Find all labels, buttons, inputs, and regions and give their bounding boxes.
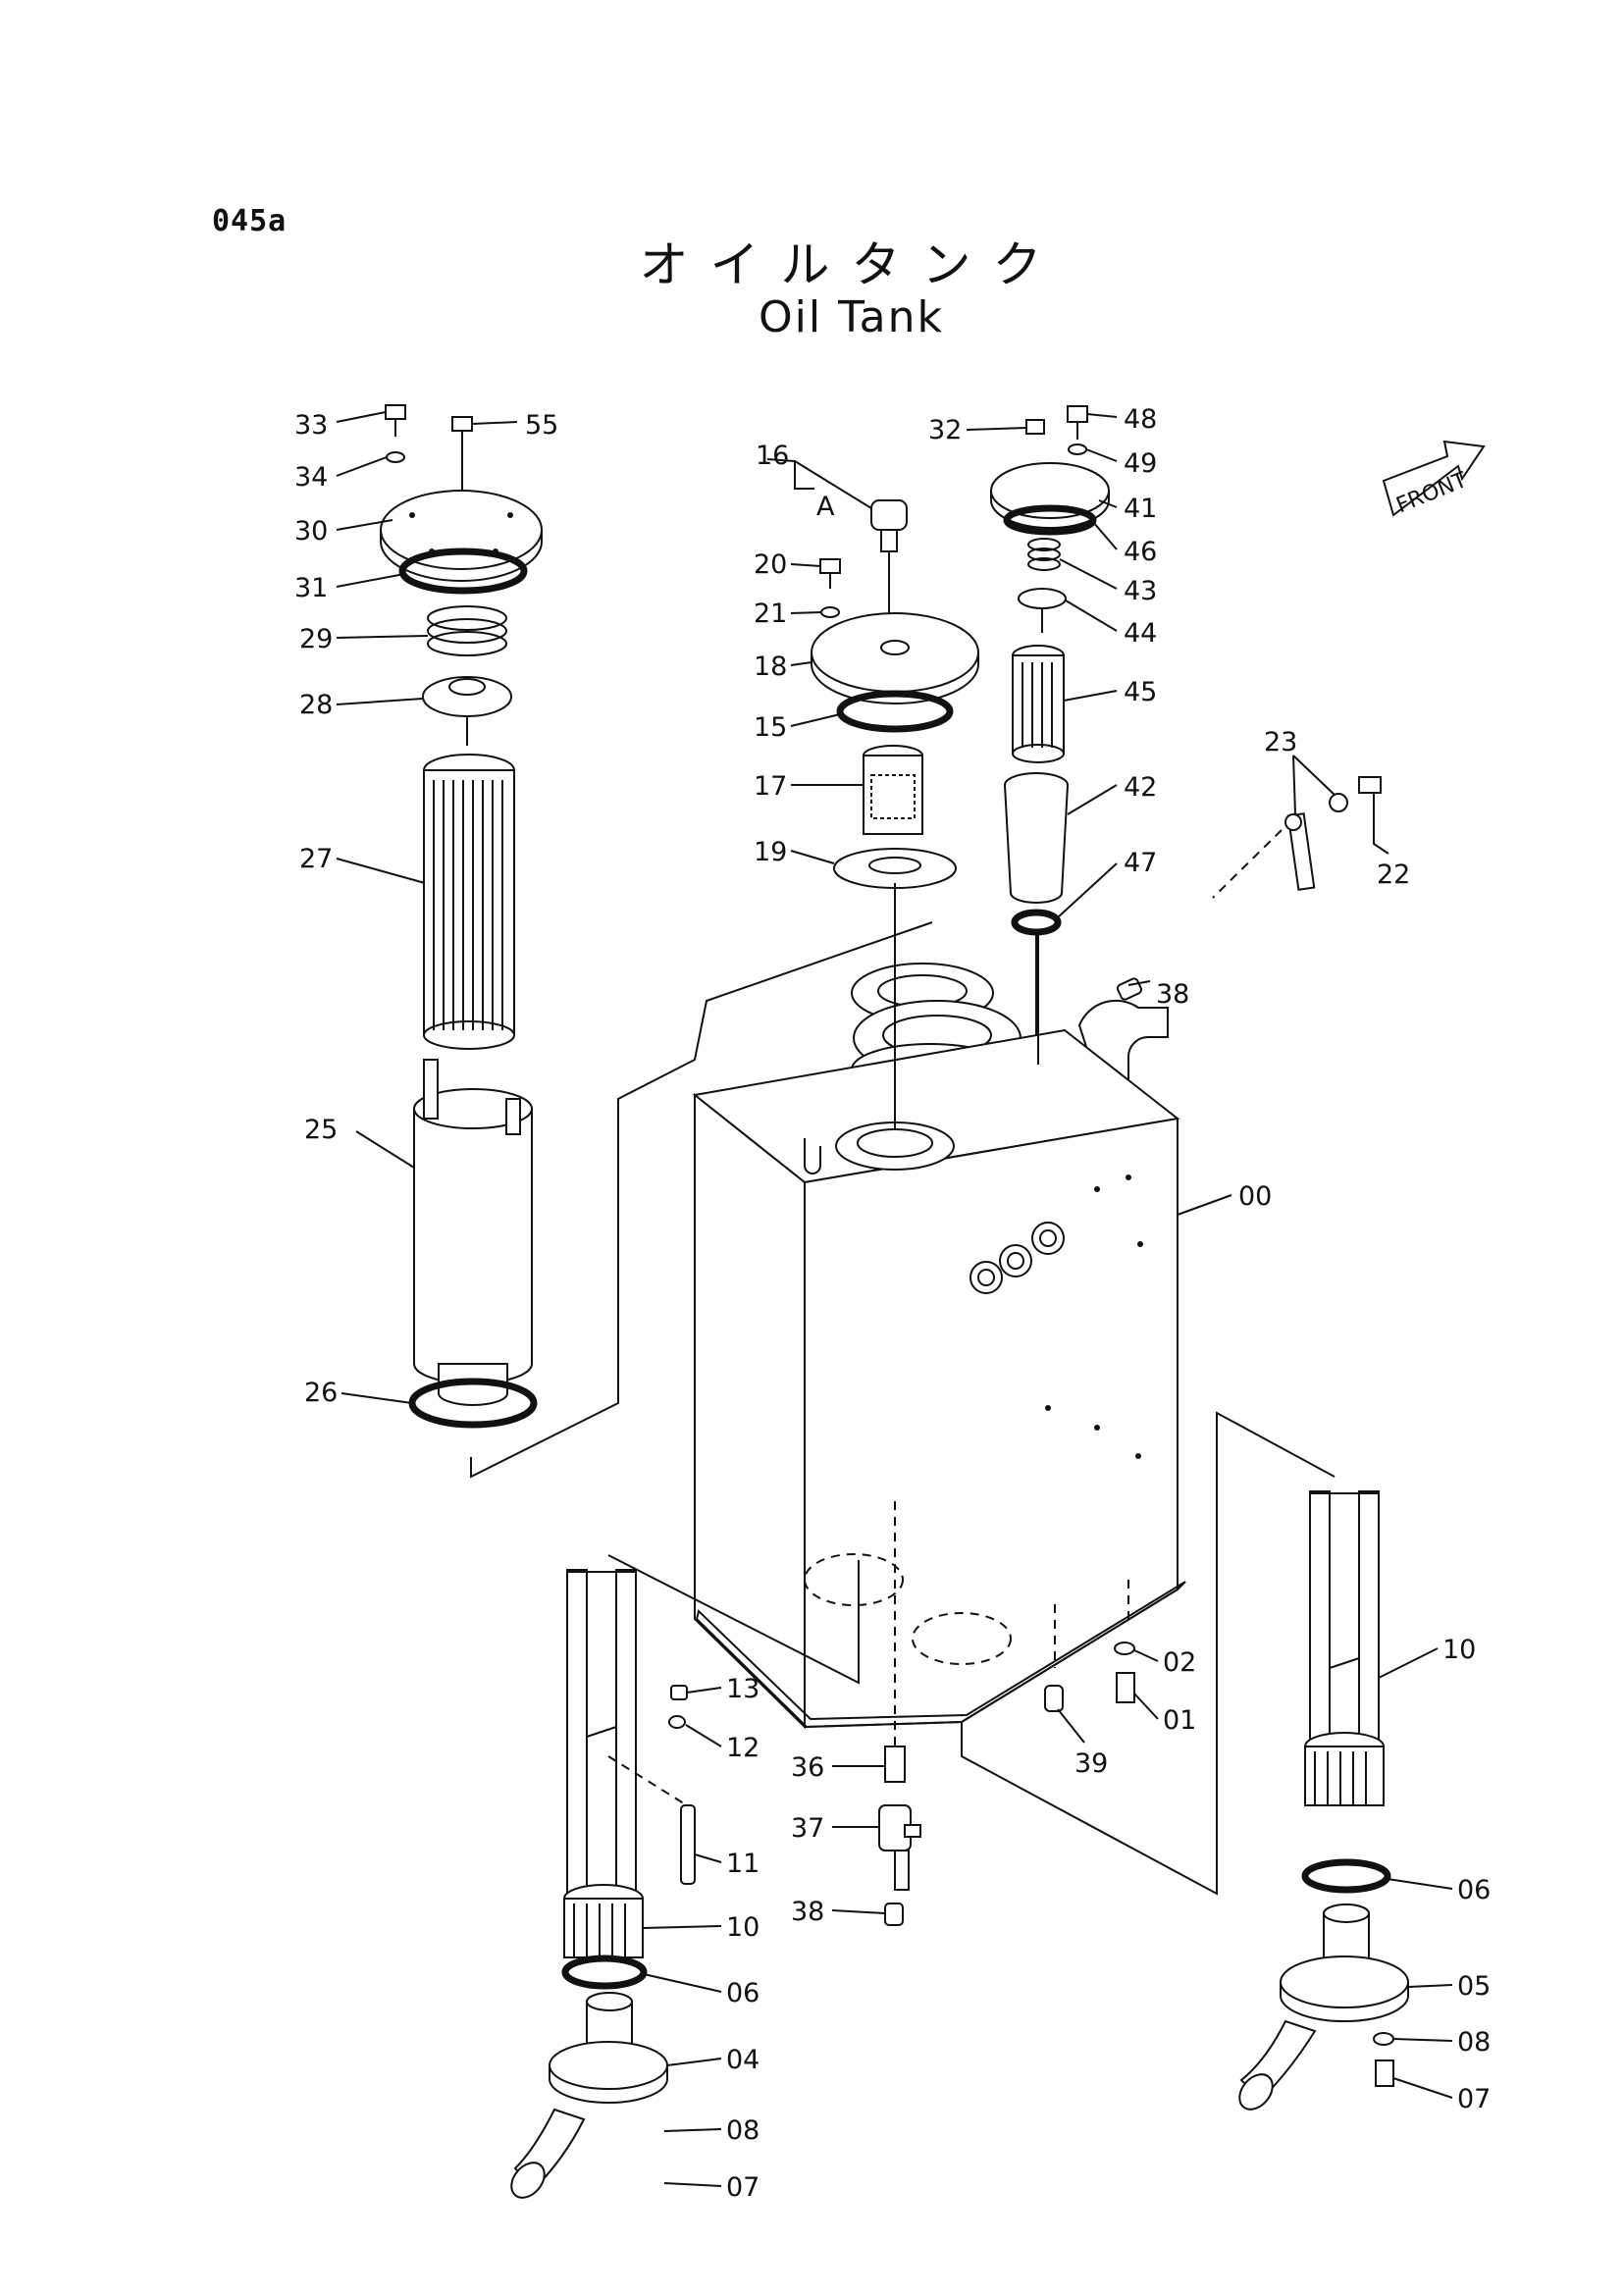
- oil-tank-body[interactable]: [692, 1028, 1186, 1747]
- callout-22: 22: [1377, 860, 1410, 890]
- callout-26: 26: [304, 1378, 338, 1408]
- callout-05: 05: [1457, 1971, 1491, 2002]
- callout-49: 49: [1124, 448, 1157, 479]
- left-suction-pipe-assembly: [510, 1569, 1135, 2199]
- callout-19: 19: [754, 837, 787, 867]
- callout-47: 47: [1124, 848, 1157, 878]
- callout-43: 43: [1124, 576, 1157, 606]
- callout-45: 45: [1124, 677, 1157, 707]
- callout-30: 30: [294, 516, 328, 547]
- callout-27: 27: [299, 844, 333, 874]
- callout-04: 04: [726, 2045, 760, 2075]
- callout-20: 20: [754, 549, 787, 580]
- callout-leaders: [336, 411, 1453, 2187]
- callout-10-right: 10: [1442, 1635, 1476, 1665]
- callout-07-left: 07: [726, 2172, 760, 2203]
- callout-46: 46: [1124, 537, 1157, 567]
- right-suction-pipe-assembly: [1238, 1490, 1409, 2111]
- callout-17: 17: [754, 771, 787, 802]
- mounting-bracket: [1212, 776, 1382, 899]
- callout-39: 39: [1074, 1748, 1108, 1779]
- callout-37: 37: [791, 1813, 824, 1844]
- title-english: Oil Tank: [759, 292, 944, 342]
- callout-02: 02: [1163, 1647, 1196, 1678]
- callout-01: 01: [1163, 1705, 1196, 1736]
- callout-34: 34: [294, 462, 328, 493]
- suction-filter-assembly: [990, 405, 1110, 1060]
- callout-16: 16: [756, 441, 789, 471]
- callout-33: 33: [294, 410, 328, 441]
- callout-55: 55: [525, 410, 558, 441]
- callout-06-right: 06: [1457, 1875, 1491, 1905]
- page-code: 045a: [212, 204, 288, 238]
- callout-28: 28: [299, 690, 333, 720]
- callout-25: 25: [304, 1115, 338, 1145]
- callout-38-bottom: 38: [791, 1897, 824, 1927]
- callout-15: 15: [754, 712, 787, 743]
- return-filter-assembly: [380, 404, 543, 1429]
- callout-21: 21: [754, 599, 787, 629]
- group-label-a: A: [816, 492, 835, 522]
- phantom-leader-lines: [470, 883, 1336, 1896]
- callout-06-left: 06: [726, 1978, 760, 2008]
- callout-31: 31: [294, 573, 328, 603]
- callout-08-left: 08: [726, 2115, 760, 2146]
- callout-41: 41: [1124, 494, 1157, 524]
- callout-00: 00: [1238, 1181, 1272, 1212]
- callout-13: 13: [726, 1674, 760, 1704]
- callout-07-right: 07: [1457, 2084, 1491, 2114]
- callout-42: 42: [1124, 772, 1157, 803]
- breather-strainer-assembly: [811, 499, 979, 1128]
- callout-48: 48: [1124, 404, 1157, 435]
- callout-12: 12: [726, 1733, 760, 1763]
- callout-38-top: 38: [1156, 979, 1189, 1010]
- callout-labels: 33 55 34 30 31 29 28 27 25 26 16 A 20 21…: [294, 404, 1491, 2203]
- callout-11: 11: [726, 1849, 760, 1879]
- callout-23: 23: [1264, 727, 1297, 757]
- callout-10-left: 10: [726, 1912, 760, 1943]
- callout-32: 32: [928, 415, 962, 445]
- callout-18: 18: [754, 652, 787, 682]
- callout-29: 29: [299, 624, 333, 654]
- callout-36: 36: [791, 1752, 824, 1783]
- callout-08-right: 08: [1457, 2027, 1491, 2058]
- callout-44: 44: [1124, 618, 1157, 649]
- front-arrow-icon: FRONT: [1382, 440, 1486, 518]
- title-japanese: オイルタンク: [639, 236, 1064, 293]
